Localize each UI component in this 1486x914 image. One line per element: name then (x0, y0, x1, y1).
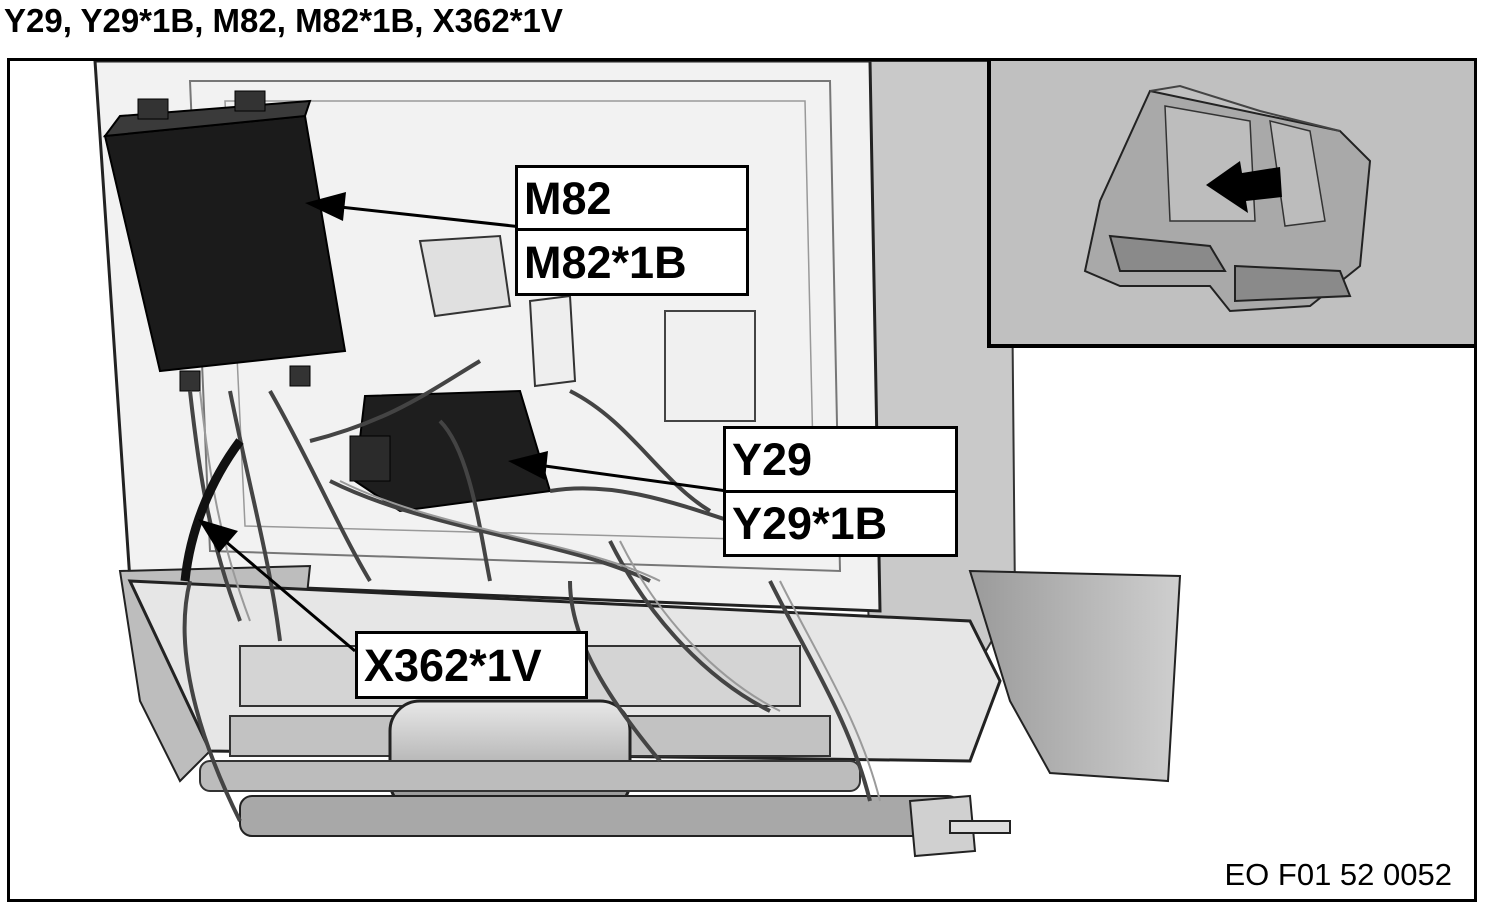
label-m82-1b: M82*1B (515, 228, 749, 296)
diagram-frame: M82 M82*1B Y29 Y29*1B X362*1V EO F01 52 … (7, 58, 1477, 902)
figure-reference: EO F01 52 0052 (1224, 857, 1453, 892)
diagram-title: Y29, Y29*1B, M82, M82*1B, X362*1V (4, 2, 563, 39)
label-x362-1v: X362*1V (355, 631, 588, 699)
label-y29-1b: Y29*1B (723, 490, 958, 557)
locator-arrow-icon (1206, 161, 1282, 213)
label-y29: Y29 (723, 426, 958, 493)
leader-lines (198, 192, 728, 653)
label-m82: M82 (515, 165, 749, 231)
